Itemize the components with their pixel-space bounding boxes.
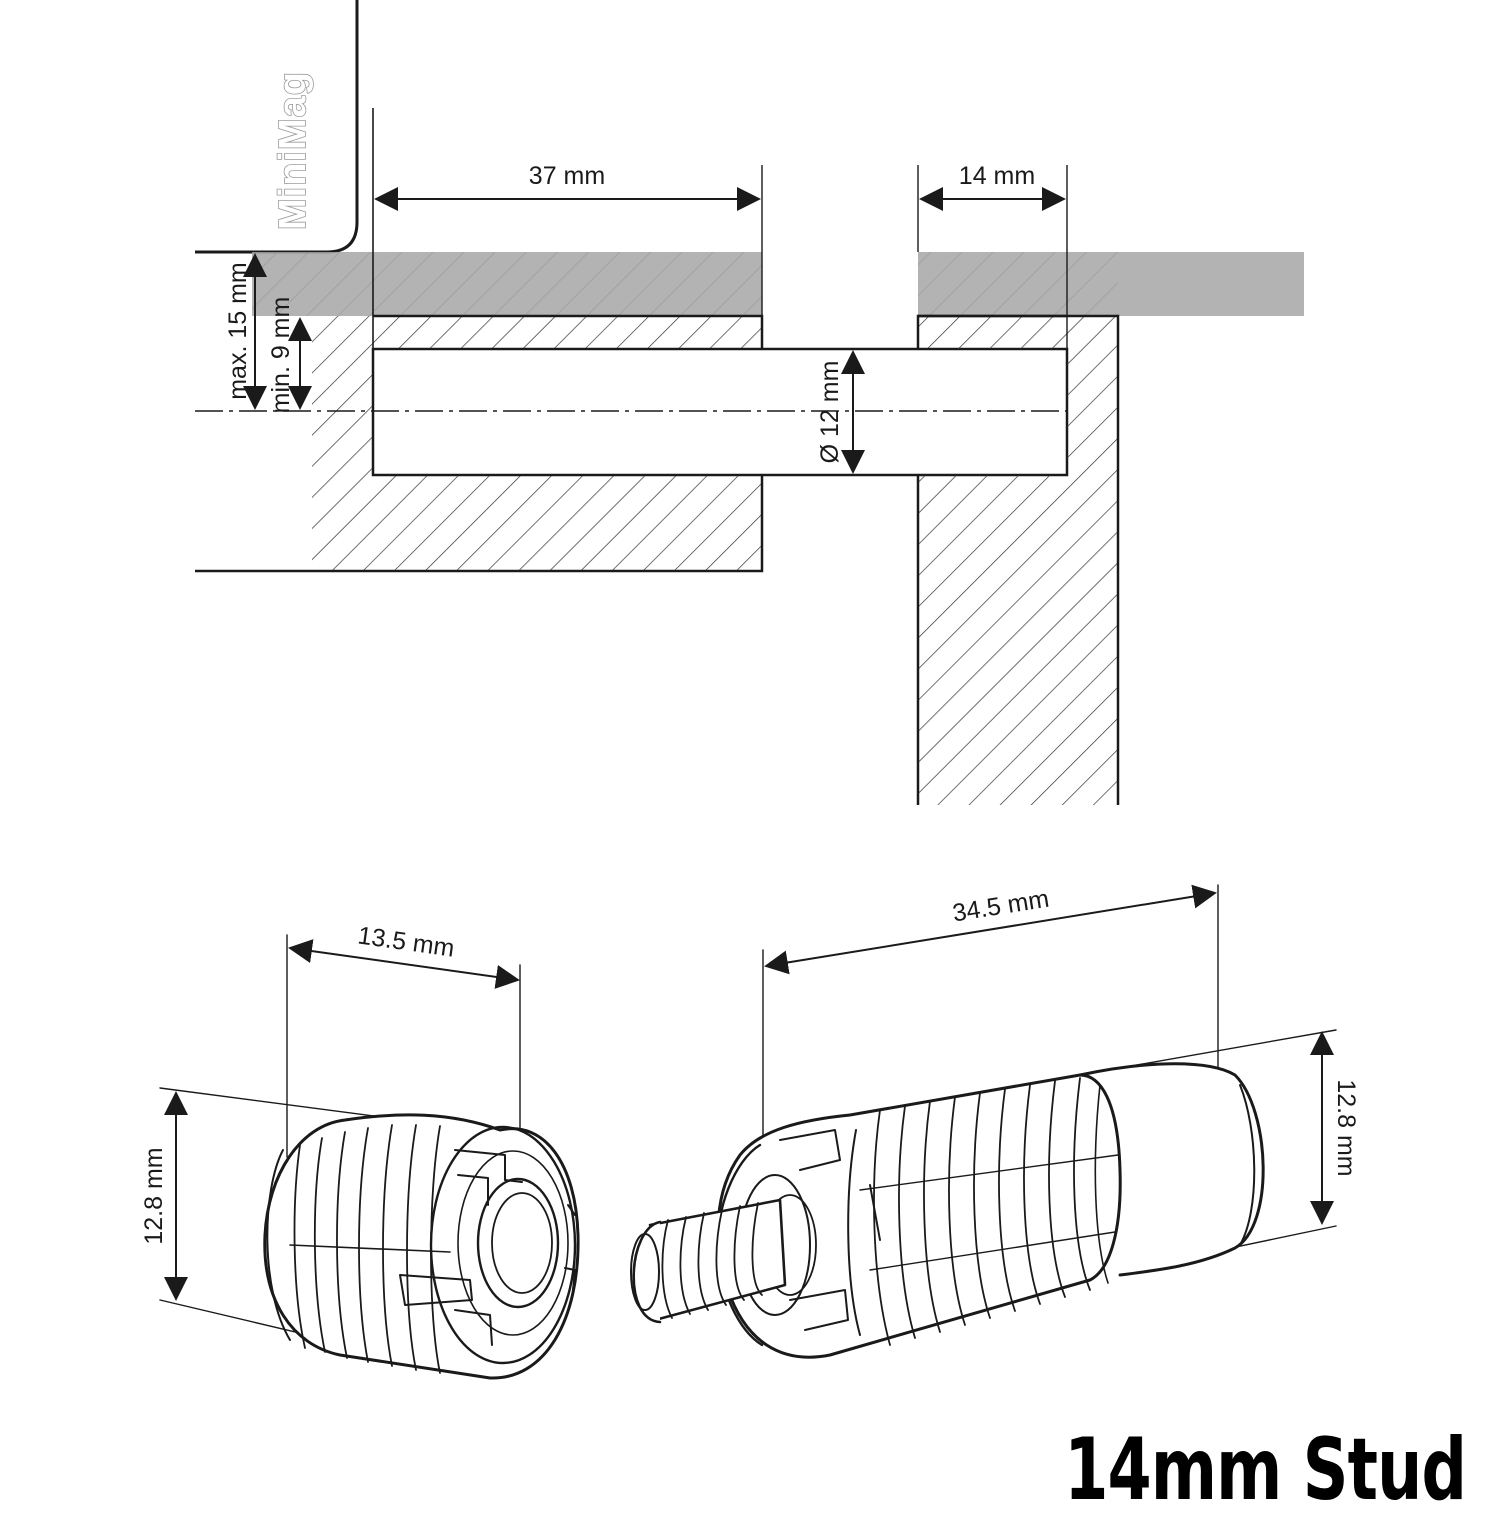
brand-label: MiniMag bbox=[272, 71, 314, 230]
right-body-section bbox=[918, 316, 1118, 805]
section-view: MiniMag 37 mm 14 mm Ø 12 mm bbox=[195, 0, 1304, 805]
dim-stud-body-length: 34.5 mm bbox=[951, 885, 1051, 928]
left-body-section bbox=[312, 316, 762, 571]
dim-hole-depth: 37 mm bbox=[529, 162, 605, 190]
dim-line-sleeve-length bbox=[288, 939, 520, 989]
dim-line-stud-body-length bbox=[764, 884, 1217, 975]
dim-stud-length: 14 mm bbox=[959, 162, 1035, 190]
dim-sleeve-length: 13.5 mm bbox=[356, 921, 456, 962]
dim-max-thickness: max. 15 mm bbox=[224, 262, 252, 400]
dim-min-thickness: min. 9 mm bbox=[267, 297, 295, 414]
parts-view: 13.5 mm 12.8 mm bbox=[140, 884, 1360, 1380]
cabinet-side-outline bbox=[195, 0, 359, 254]
dim-diameter: Ø 12 mm bbox=[816, 361, 844, 464]
dim-stud-diameter: 12.8 mm bbox=[1332, 1079, 1360, 1176]
sleeve-part bbox=[159, 934, 580, 1380]
stud-part bbox=[630, 884, 1337, 1359]
bore-hole bbox=[371, 347, 1069, 477]
dim-sleeve-diameter: 12.8 mm bbox=[140, 1147, 168, 1244]
product-title: 14mm Stud bbox=[1064, 1420, 1467, 1520]
